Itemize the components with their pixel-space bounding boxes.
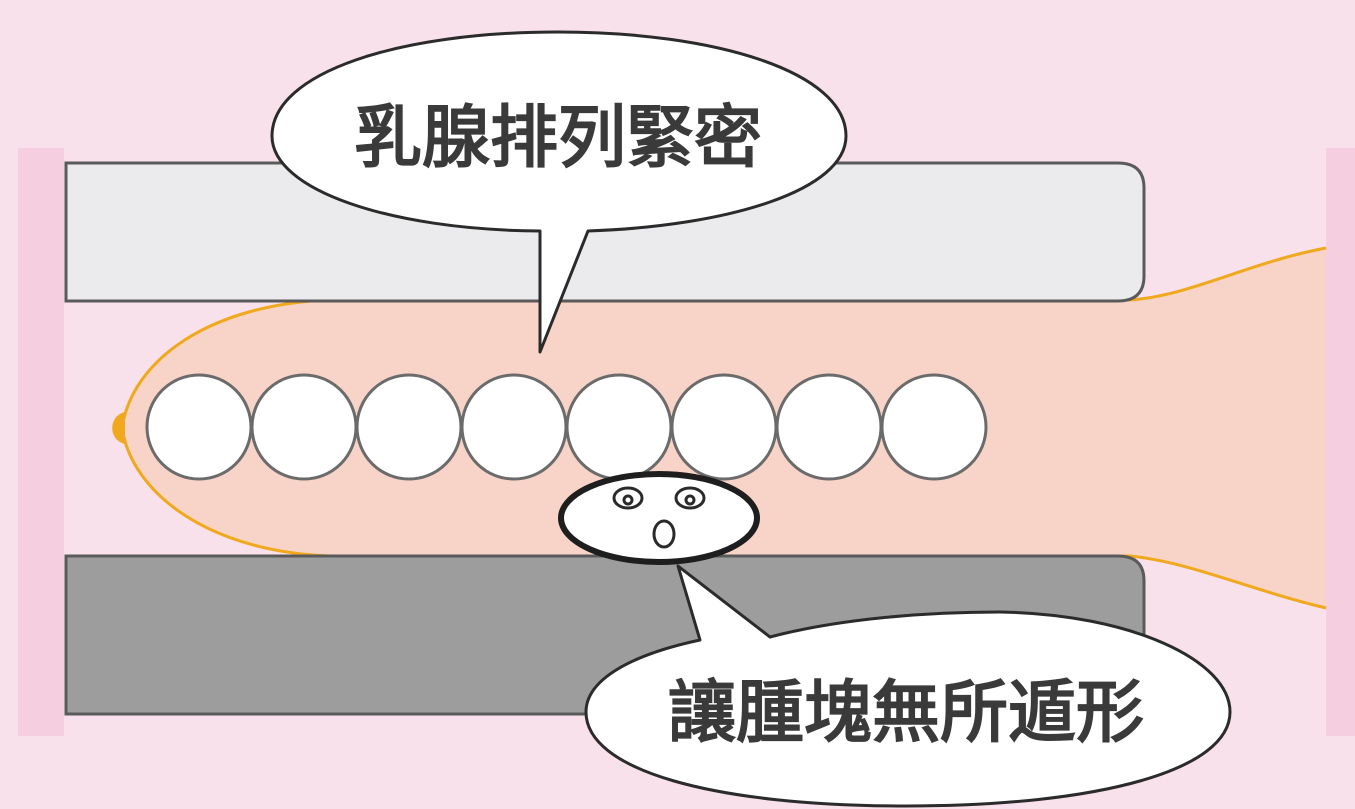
lump-body	[558, 471, 760, 565]
top-callout-bubble	[270, 30, 848, 354]
gland-circle	[145, 373, 253, 481]
gland-circle	[355, 373, 463, 481]
nipple	[112, 412, 125, 444]
bottom-callout-text: 讓腫塊無所遁形	[668, 674, 1144, 753]
lump-face	[558, 471, 760, 565]
gland-circle	[775, 373, 883, 481]
gland-circle	[880, 373, 988, 481]
surprised-face-icon	[612, 486, 706, 549]
gland-circle	[250, 373, 358, 481]
gland-circle	[670, 373, 778, 481]
top-callout-text: 乳腺排列緊密	[354, 99, 762, 178]
bottom-callout: 讓腫塊無所遁形	[584, 564, 1232, 808]
bottom-callout-bubble	[584, 564, 1232, 808]
gland-circle	[460, 373, 568, 481]
left-side-bar	[18, 148, 64, 736]
top-callout: 乳腺排列緊密	[270, 30, 848, 354]
gland-circle	[565, 373, 673, 481]
right-side-bar	[1326, 148, 1355, 736]
